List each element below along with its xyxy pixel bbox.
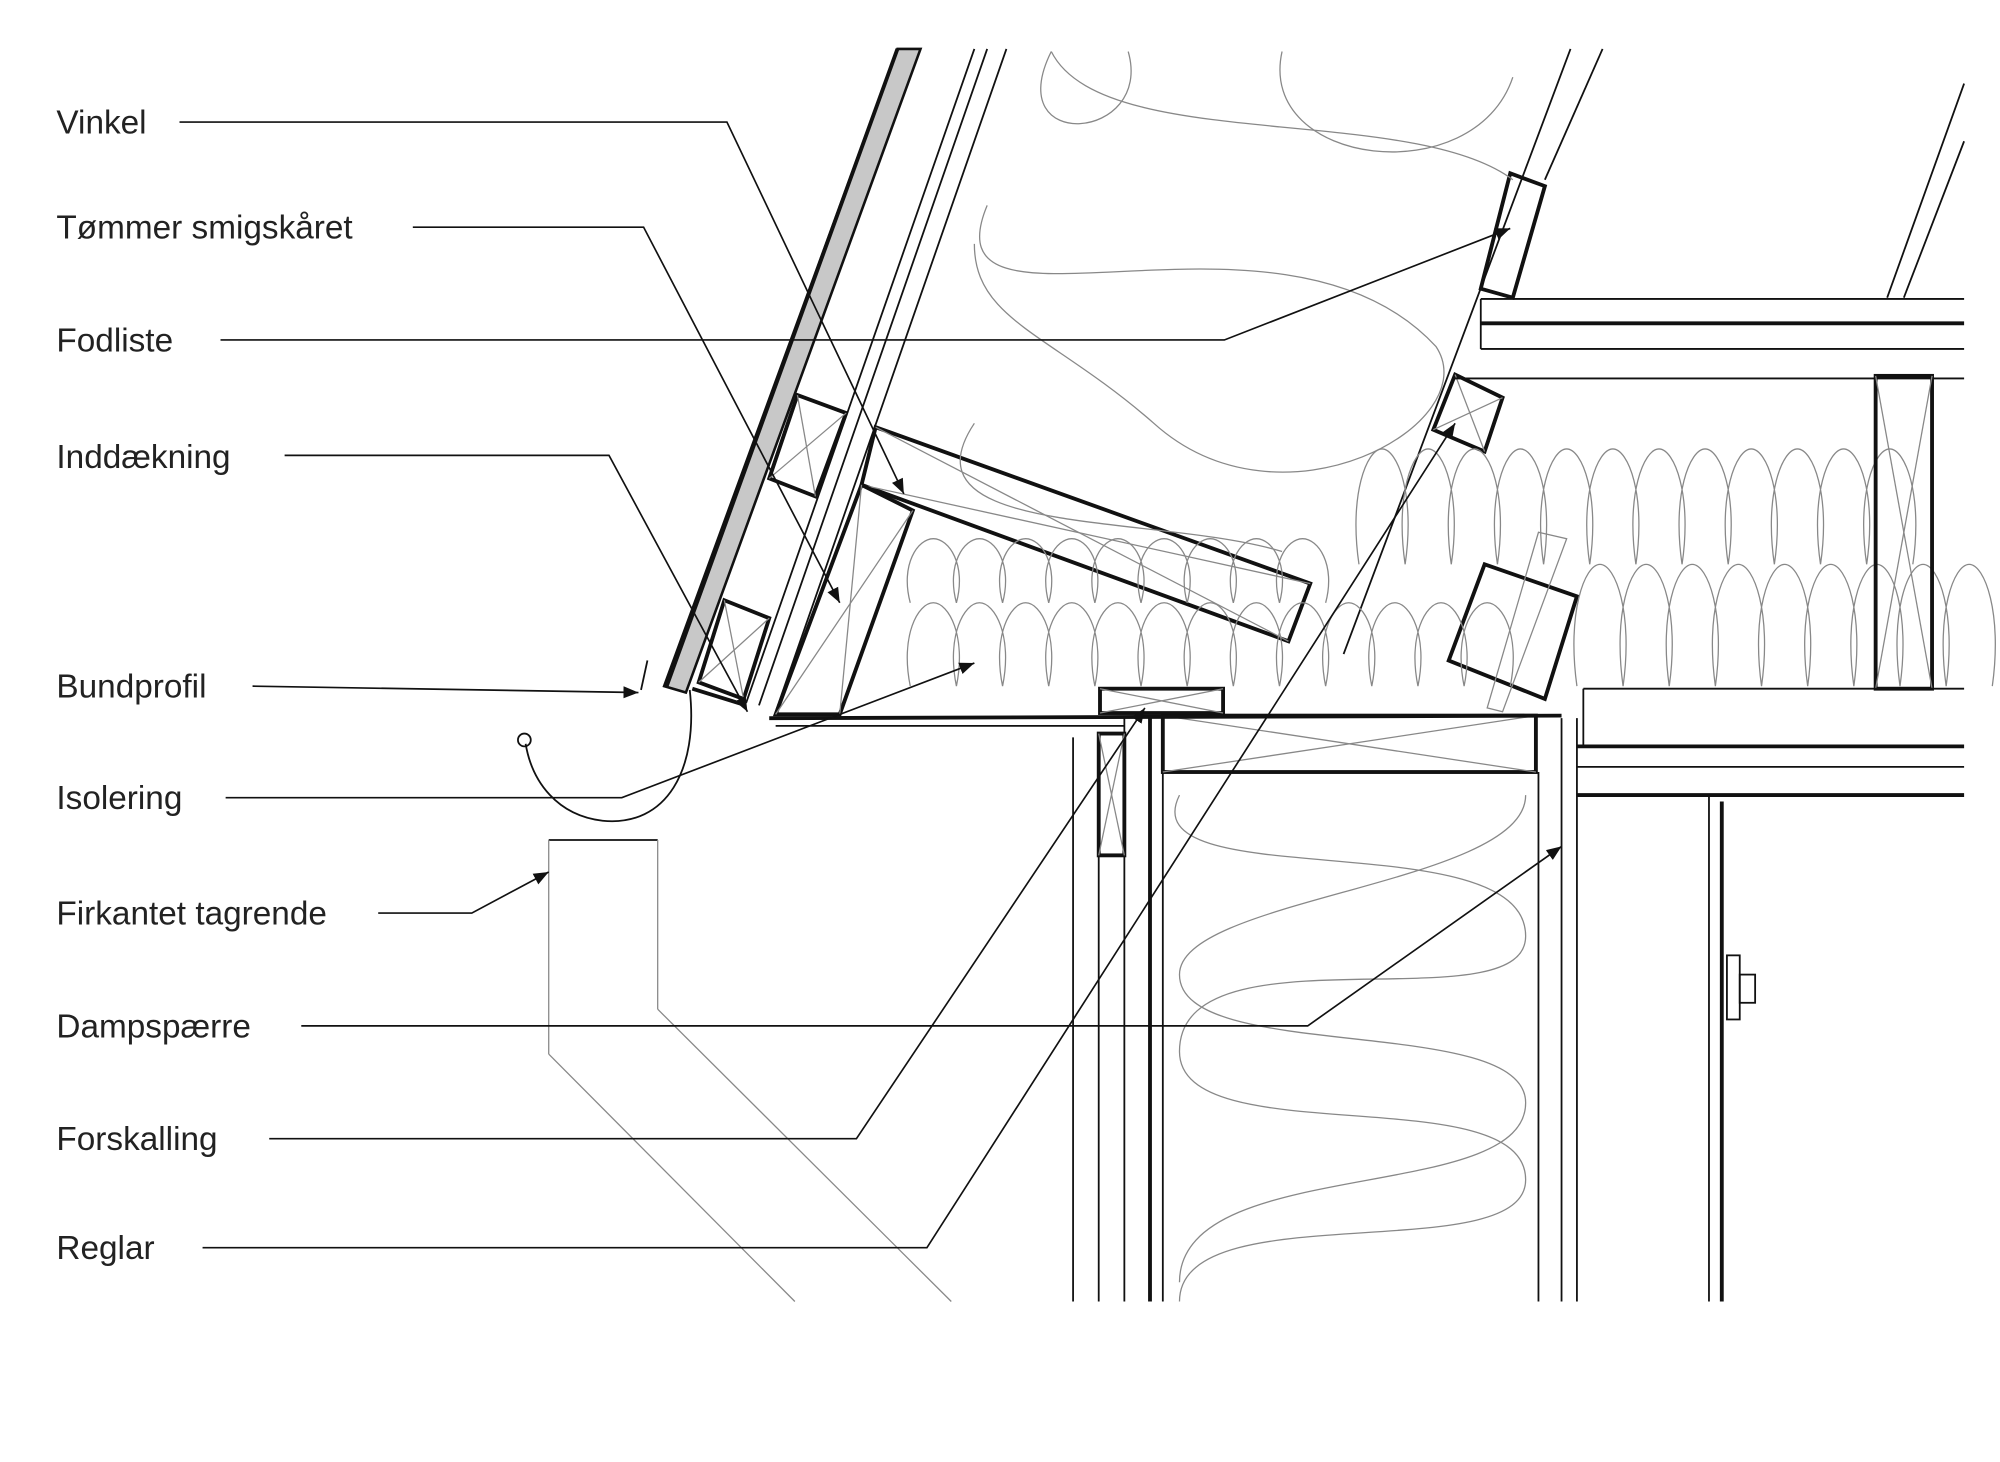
insulation-rafter [959, 51, 1514, 553]
labels: Vinkel Tømmer smigskåret Fodliste Inddæk… [56, 105, 353, 1268]
label-fodliste: Fodliste [56, 323, 173, 360]
roof-assembly [662, 47, 1965, 717]
insulation-drops [1355, 448, 1917, 565]
label-vinkel: Vinkel [56, 105, 146, 142]
label-dampspaerre: Dampspærre [56, 1008, 250, 1045]
gutter [517, 660, 952, 1302]
label-isolering: Isolering [56, 780, 182, 817]
label-firkantet-tagrende: Firkantet tagrende [56, 896, 326, 933]
label-bundprofil: Bundprofil [56, 669, 206, 706]
leader-lines [179, 121, 1563, 1249]
label-inddaekning: Inddækning [56, 439, 230, 476]
insulation-drops [906, 602, 1514, 687]
insulation-horizontal [906, 448, 1996, 687]
insulation-drops [906, 538, 1330, 603]
wall-assembly [769, 686, 1578, 1302]
label-forskalling: Forskalling [56, 1121, 217, 1158]
label-reglar: Reglar [56, 1230, 154, 1267]
floor-structure [1455, 298, 1965, 1302]
label-tommer-smigskaaret: Tømmer smigskåret [56, 210, 353, 247]
